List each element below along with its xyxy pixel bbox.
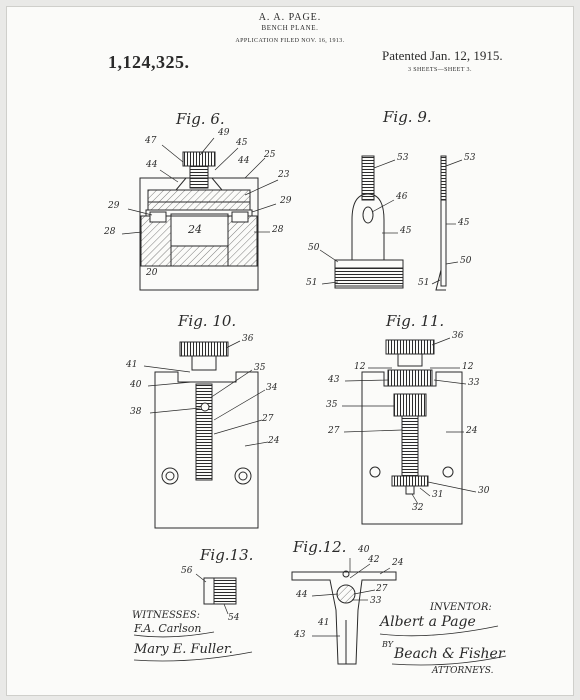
fig13-title: Fig.13. — [200, 546, 254, 564]
fig12-label: 41 — [318, 618, 330, 628]
fig6-label: 29 — [280, 196, 292, 206]
fig11-label: 32 — [412, 503, 424, 513]
witnesses-label: WITNESSES: — [132, 610, 200, 621]
fig10-label: 27 — [262, 414, 274, 424]
fig9-label: 46 — [396, 192, 408, 202]
fig6-label: 28 — [104, 227, 116, 237]
fig10-label: 34 — [266, 383, 278, 393]
fig6-label: 29 — [108, 201, 120, 211]
application-date: APPLICATION FILED NOV. 16, 1913. — [235, 38, 345, 44]
fig11-label: 12 — [354, 362, 366, 372]
fig6-label: 44 — [238, 156, 250, 166]
fig6-label: 47 — [145, 136, 157, 146]
fig6-label: 25 — [264, 150, 276, 160]
attorneys-signature: Beach & Fisher — [394, 646, 505, 662]
fig11-label: 24 — [466, 426, 478, 436]
inventor-name: A. A. PAGE. — [258, 12, 322, 23]
fig9-label: 53 — [464, 153, 476, 163]
fig12-label: 44 — [296, 590, 308, 600]
fig11-label: 36 — [452, 331, 464, 341]
fig10-label: 36 — [242, 334, 254, 344]
sheet-info: 3 SHEETS—SHEET 3. — [408, 67, 472, 73]
witness-signature: Mary E. Fuller. — [134, 642, 233, 657]
fig12-label: 43 — [294, 630, 306, 640]
fig10-label: 24 — [268, 436, 280, 446]
fig11-label: 30 — [478, 486, 490, 496]
fig9-title: Fig. 9. — [383, 108, 432, 126]
fig10-label: 41 — [126, 360, 138, 370]
patent-number: 1,124,325. — [108, 52, 190, 72]
fig9-label: 53 — [397, 153, 409, 163]
fig12-label: 40 — [358, 545, 370, 555]
fig11-label: 33 — [468, 378, 480, 388]
fig6-label: 28 — [272, 225, 284, 235]
fig9-drawing — [334, 155, 447, 291]
patent-date: Patented Jan. 12, 1915. — [382, 48, 503, 63]
fig11-label: 43 — [328, 375, 340, 385]
fig10-label: 38 — [130, 407, 142, 417]
inventor-label: INVENTOR: — [430, 602, 492, 613]
fig13-drawing — [203, 577, 237, 605]
witness-signature: F.A. Carlson — [134, 622, 202, 635]
fig6-label: 24 — [188, 223, 202, 236]
fig11-drawing — [361, 339, 463, 525]
fig9-label: 51 — [418, 278, 430, 288]
fig6-drawing — [139, 151, 259, 291]
fig10-drawing — [154, 341, 259, 529]
fig11-label: 12 — [462, 362, 474, 372]
fig6-title: Fig. 6. — [176, 110, 225, 128]
fig10-label: 40 — [130, 380, 142, 390]
attorneys-label: ATTORNEYS. — [432, 666, 494, 676]
fig9-label: 45 — [400, 226, 412, 236]
fig9-label: 50 — [460, 256, 472, 266]
subject-title: BENCH PLANE. — [261, 24, 319, 32]
inventor-signature: Albert a Page — [380, 614, 476, 630]
fig12-label: 24 — [392, 558, 404, 568]
fig6-label: 45 — [236, 138, 248, 148]
by-label: BY — [382, 640, 394, 649]
fig9-label: 50 — [308, 243, 320, 253]
fig9-label: 45 — [458, 218, 470, 228]
patent-sheet — [6, 6, 574, 696]
fig6-label: 20 — [146, 268, 158, 278]
fig6-label: 23 — [278, 170, 290, 180]
fig13-label: 54 — [228, 613, 240, 623]
fig6-label: 44 — [146, 160, 158, 170]
fig9-label: 51 — [306, 278, 318, 288]
fig11-title: Fig. 11. — [386, 312, 445, 330]
fig12-label: 33 — [370, 596, 382, 606]
fig12-label: 42 — [368, 555, 380, 565]
fig12-label: 27 — [376, 584, 388, 594]
fig11-label: 27 — [328, 426, 340, 436]
fig10-title: Fig. 10. — [178, 312, 237, 330]
fig11-label: 35 — [326, 400, 338, 410]
fig11-label: 31 — [432, 490, 444, 500]
fig12-title: Fig.12. — [293, 538, 347, 556]
fig6-label: 49 — [218, 128, 230, 138]
fig10-label: 35 — [254, 363, 266, 373]
fig13-label: 56 — [181, 566, 193, 576]
